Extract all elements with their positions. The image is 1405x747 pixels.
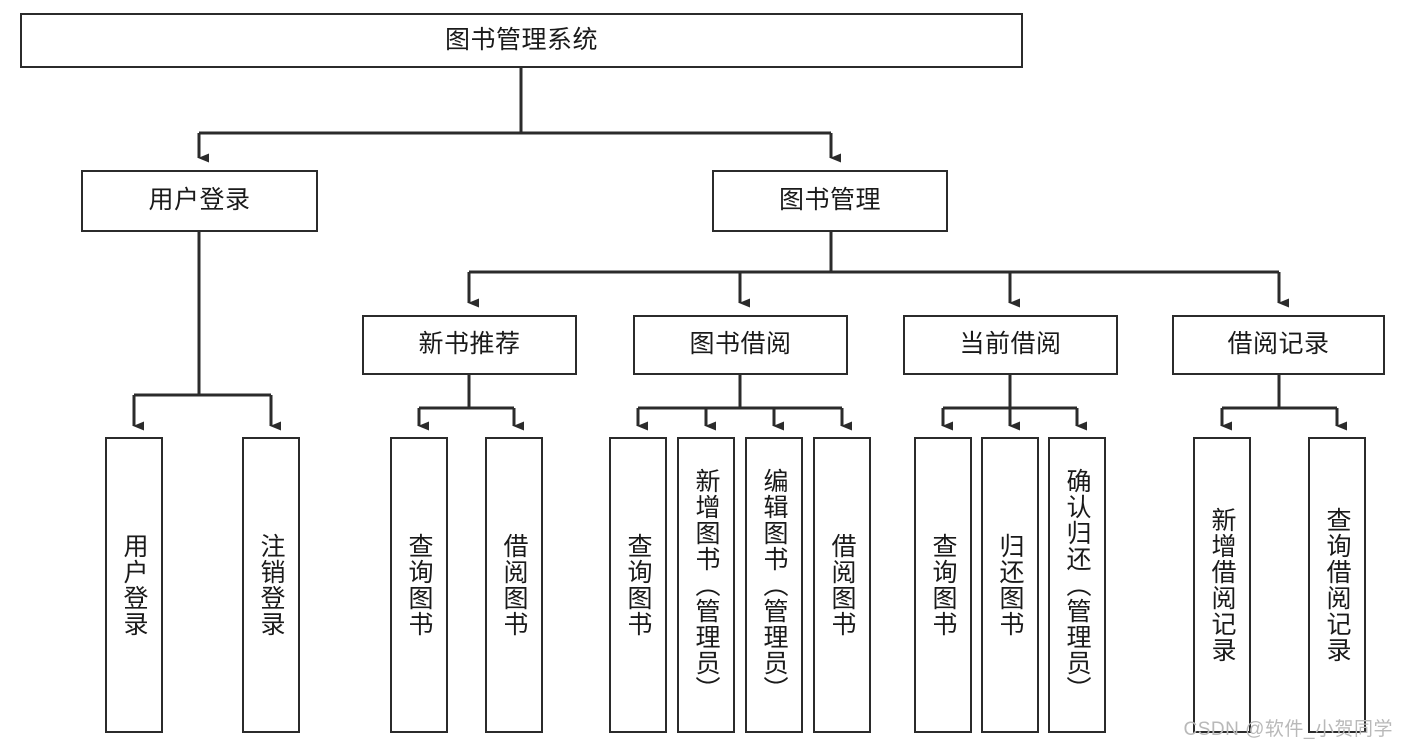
- node-root-library-management-system[interactable]: 图书管理系统: [20, 13, 1023, 68]
- node-label: 查询借阅记录: [1323, 507, 1351, 663]
- node-current-borrow[interactable]: 当前借阅: [903, 315, 1118, 375]
- leaf-borrow-record-query-record[interactable]: 查询借阅记录: [1308, 437, 1366, 733]
- node-borrow-record[interactable]: 借阅记录: [1172, 315, 1385, 375]
- node-label: 新增借阅记录: [1208, 507, 1236, 663]
- leaf-book-borrow-add-book-admin[interactable]: 新增图书（管理员）: [677, 437, 735, 733]
- leaf-book-borrow-query-book[interactable]: 查询图书: [609, 437, 667, 733]
- node-label: 新书推荐: [418, 330, 521, 359]
- node-label: 查询图书: [405, 533, 433, 637]
- leaf-new-book-query-book[interactable]: 查询图书: [390, 437, 448, 733]
- node-label: 新增图书（管理员）: [692, 468, 720, 702]
- node-label: 归还图书: [996, 533, 1024, 637]
- leaf-user-login-logout[interactable]: 注销登录: [242, 437, 300, 733]
- node-label: 借阅图书: [500, 533, 528, 637]
- node-label: 编辑图书（管理员）: [760, 468, 788, 702]
- leaf-borrow-record-add-record[interactable]: 新增借阅记录: [1193, 437, 1251, 733]
- node-label: 用户登录: [120, 533, 148, 637]
- leaf-current-borrow-return-book[interactable]: 归还图书: [981, 437, 1039, 733]
- leaf-user-login-login[interactable]: 用户登录: [105, 437, 163, 733]
- node-label: 查询图书: [929, 533, 957, 637]
- node-book-borrow[interactable]: 图书借阅: [633, 315, 848, 375]
- node-user-login[interactable]: 用户登录: [81, 170, 318, 232]
- node-new-book-recommend[interactable]: 新书推荐: [362, 315, 577, 375]
- watermark: CSDN @软件_小贺同学: [1183, 719, 1393, 740]
- leaf-current-borrow-confirm-return-admin[interactable]: 确认归还（管理员）: [1048, 437, 1106, 733]
- node-label: 用户登录: [148, 186, 251, 215]
- node-label: 图书管理: [778, 186, 881, 215]
- node-label: 注销登录: [257, 533, 285, 637]
- node-label: 确认归还（管理员）: [1063, 468, 1091, 702]
- leaf-new-book-borrow-book[interactable]: 借阅图书: [485, 437, 543, 733]
- node-label: 借阅记录: [1227, 330, 1330, 359]
- leaf-book-borrow-edit-book-admin[interactable]: 编辑图书（管理员）: [745, 437, 803, 733]
- node-label: 图书借阅: [689, 330, 792, 359]
- node-label: 借阅图书: [828, 533, 856, 637]
- leaf-book-borrow-borrow-book[interactable]: 借阅图书: [813, 437, 871, 733]
- node-label: 当前借阅: [959, 330, 1062, 359]
- node-label: 查询图书: [624, 533, 652, 637]
- leaf-current-borrow-query-book[interactable]: 查询图书: [914, 437, 972, 733]
- node-label: 图书管理系统: [444, 25, 598, 54]
- node-book-management[interactable]: 图书管理: [712, 170, 948, 232]
